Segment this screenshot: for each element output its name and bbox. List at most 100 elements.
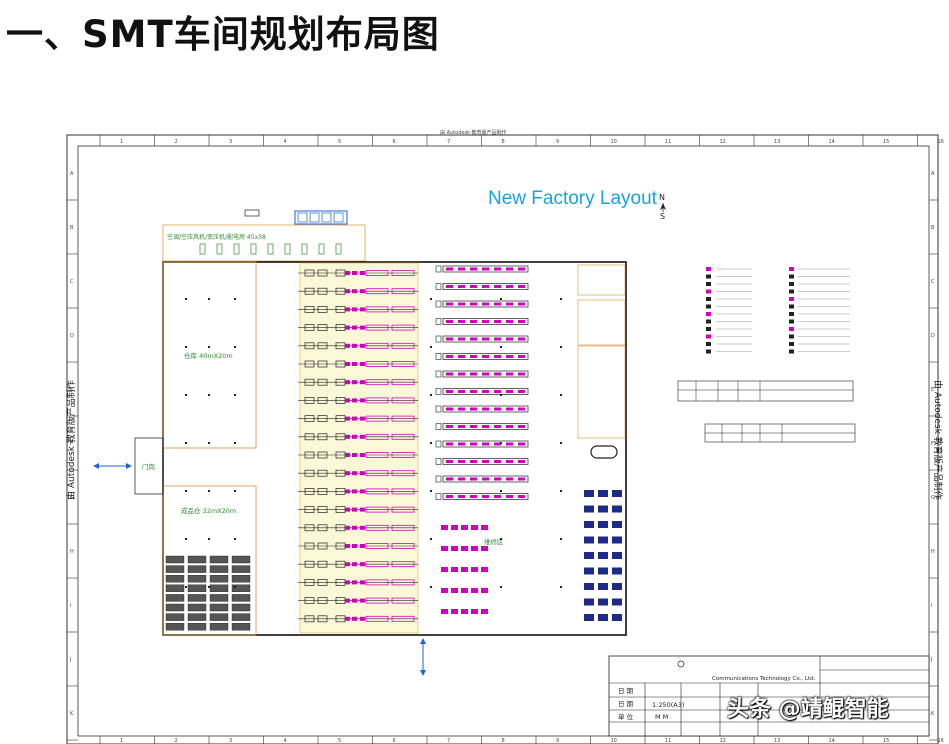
border-number-top: 9: [556, 139, 559, 145]
border-letter-left: D: [70, 333, 74, 339]
smt-aoi: [391, 433, 415, 440]
smt-feeder: [360, 525, 365, 530]
assembly-station: [470, 267, 477, 271]
storage-rack: [231, 565, 251, 573]
border-number-bottom: 2: [175, 738, 178, 744]
repair-station: [441, 546, 448, 551]
legend-symbol: [789, 349, 794, 354]
border-letter-right: E: [931, 387, 934, 393]
smt-feeder: [352, 489, 357, 494]
border-letter-left: H: [70, 549, 74, 555]
smt-feeder: [352, 525, 357, 530]
smt-feeder: [352, 325, 357, 330]
smt-feeder: [360, 398, 365, 403]
assembly-head: [435, 283, 442, 290]
legend-symbol: [789, 342, 794, 346]
assembly-conveyor: [442, 283, 529, 290]
assembly-station: [518, 372, 525, 376]
smt-machine: [317, 342, 328, 350]
smt-machine: [304, 488, 315, 495]
assembly-station: [446, 320, 453, 323]
smt-feeder: [345, 307, 350, 312]
summary-table-2: [704, 423, 856, 443]
smt-machine: [317, 597, 328, 604]
smt-machine: [317, 615, 328, 623]
smt-reflow: [365, 342, 389, 349]
assembly-head: [435, 370, 442, 378]
smt-reflow: [365, 524, 389, 531]
assembly-station: [518, 425, 525, 428]
smt-machine: [304, 415, 315, 422]
pillar: [560, 394, 562, 396]
right-room-2: [577, 299, 626, 346]
assembly-station: [494, 337, 501, 341]
packing-station: [598, 521, 608, 528]
repair-station: [471, 567, 478, 572]
smt-feeder: [345, 271, 350, 275]
border-letter-right: F: [931, 441, 934, 447]
smt-machine: [317, 488, 328, 495]
border-number-top: 12: [720, 139, 726, 145]
assembly-station: [494, 285, 501, 288]
storage-rack: [209, 584, 229, 592]
assembly-station: [482, 285, 489, 288]
smt-reflow: [365, 270, 389, 276]
legend-symbol: [789, 334, 794, 339]
smt-reflow: [365, 470, 389, 477]
pillar: [500, 490, 502, 492]
smt-feeder: [352, 598, 357, 603]
smt-machine: [304, 397, 315, 404]
smt-aoi: [391, 324, 415, 331]
assembly-station: [482, 337, 489, 341]
storage-rack: [187, 555, 207, 564]
title-block-company: Communications Technology Co., Ltd.: [712, 676, 816, 682]
smt-reflow: [365, 543, 389, 549]
legend-symbol: [789, 282, 794, 286]
border-number-top: 13: [774, 139, 780, 145]
assembly-station: [506, 477, 513, 481]
packing-station: [584, 536, 594, 544]
smt-machine: [304, 378, 315, 386]
repair-station: [451, 525, 458, 530]
assembly-station: [518, 495, 525, 498]
legend-symbol: [706, 334, 711, 339]
assembly-station: [458, 285, 465, 288]
smt-aoi: [391, 270, 415, 276]
pillar: [500, 346, 502, 348]
repair-station: [461, 546, 468, 551]
aircon-unit: [267, 243, 274, 255]
title-block-unit: M M: [655, 713, 668, 721]
aircon-unit: [335, 243, 342, 255]
pillar: [500, 586, 502, 588]
aircon-area: [162, 224, 366, 262]
smt-feeder: [345, 525, 350, 530]
aircon-unit: [301, 243, 308, 255]
assembly-station: [446, 372, 453, 376]
smt-machine: [317, 579, 328, 586]
smt-feeder: [345, 453, 350, 457]
smt-reflow: [365, 415, 389, 422]
border-letter-right: B: [931, 225, 935, 231]
assembly-head: [435, 423, 442, 430]
storage-rack: [209, 565, 229, 573]
border-number-top: 16: [938, 139, 944, 145]
repair-station: [471, 609, 478, 614]
smt-line-band: [299, 262, 419, 634]
smt-machine: [304, 542, 315, 550]
smt-machine: [317, 324, 328, 331]
top-autodesk-label: 由 Autodesk 教育版产品制作: [440, 129, 507, 136]
smt-feeder: [360, 307, 365, 312]
assembly-conveyor: [442, 370, 529, 378]
packing-station: [584, 614, 594, 621]
pillar: [500, 538, 502, 540]
smt-aoi: [391, 488, 415, 495]
assembly-head: [435, 300, 442, 308]
assembly-station: [458, 372, 465, 376]
pillar: [560, 298, 562, 300]
legend-symbol: [706, 342, 711, 346]
border-number-bottom: 15: [883, 738, 889, 744]
assembly-station: [518, 477, 525, 481]
pillar: [560, 538, 562, 540]
smt-reflow: [365, 579, 389, 586]
assembly-station: [482, 355, 489, 358]
